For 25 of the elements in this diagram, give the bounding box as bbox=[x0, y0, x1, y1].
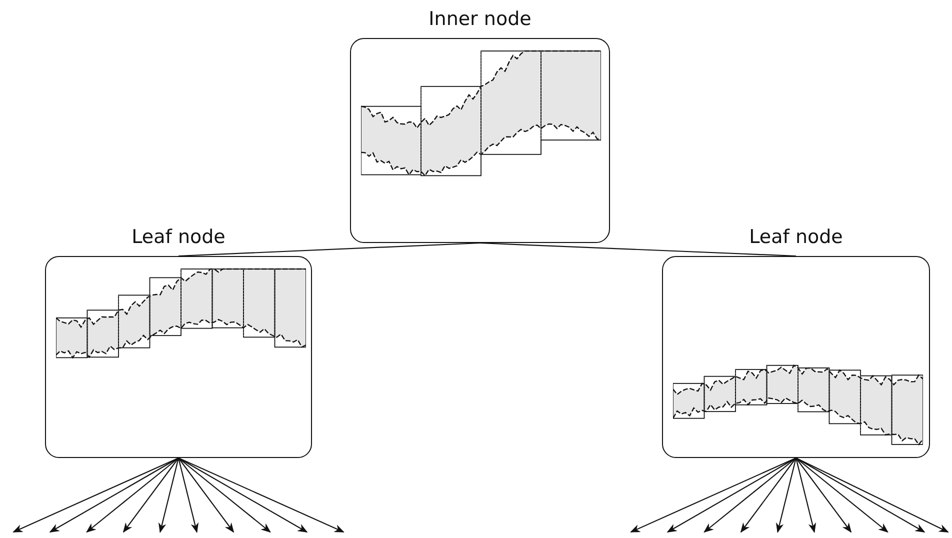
arrow bbox=[776, 458, 797, 533]
arrow bbox=[796, 458, 926, 532]
arrow bbox=[158, 458, 180, 533]
arrow bbox=[178, 458, 308, 532]
connector bbox=[480, 242, 796, 257]
arrow bbox=[704, 458, 796, 533]
arrow bbox=[122, 458, 179, 533]
arrow bbox=[178, 458, 199, 533]
arrow bbox=[86, 458, 179, 533]
node-heading: Inner node bbox=[428, 8, 532, 30]
arrow bbox=[666, 458, 796, 532]
arrow bbox=[795, 458, 816, 533]
arrow bbox=[178, 458, 234, 533]
arrow bbox=[796, 458, 949, 532]
node-heading: Leaf node bbox=[130, 226, 226, 248]
arrow bbox=[12, 458, 179, 532]
arrow bbox=[49, 458, 179, 532]
connector bbox=[178, 242, 480, 257]
node-heading: Leaf node bbox=[748, 226, 844, 248]
arrow bbox=[630, 458, 796, 532]
arrow bbox=[178, 458, 344, 532]
arrow bbox=[796, 458, 852, 533]
arrow bbox=[178, 458, 271, 533]
arrow bbox=[740, 458, 796, 533]
arrow bbox=[796, 458, 888, 533]
